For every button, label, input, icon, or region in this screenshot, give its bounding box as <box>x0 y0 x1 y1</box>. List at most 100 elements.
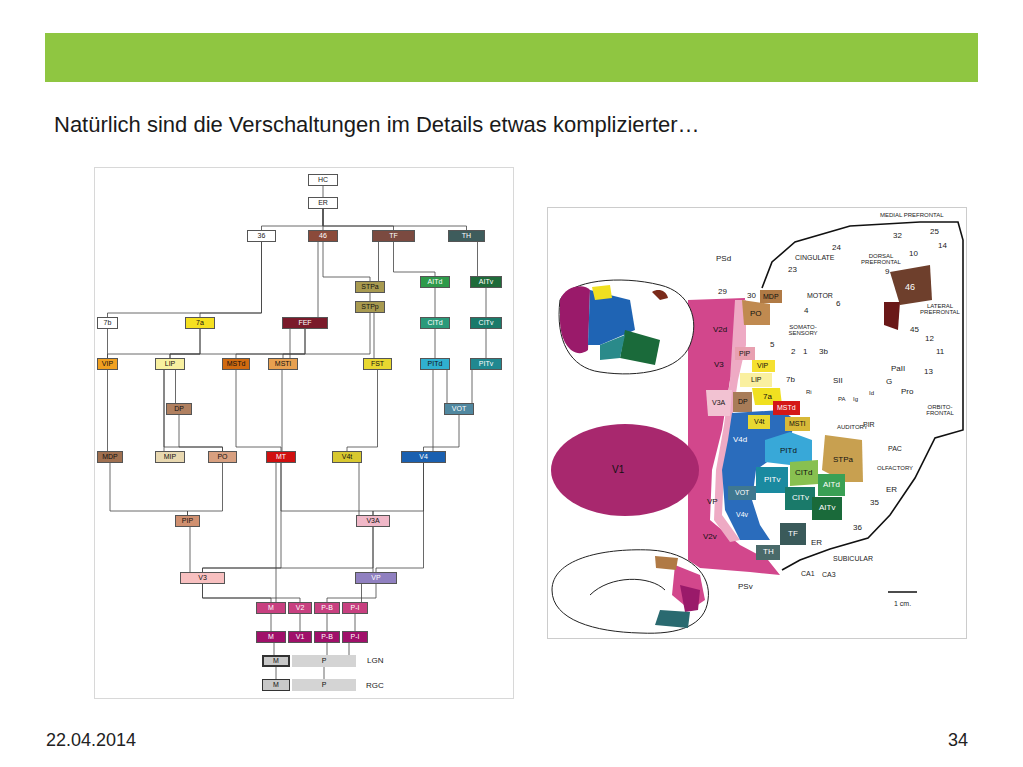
area-label: PIP <box>739 350 750 357</box>
area-label: 14 <box>938 242 947 250</box>
area-box: STPp <box>355 301 385 313</box>
area-box: DP <box>166 403 192 415</box>
area-name: TH <box>462 232 471 240</box>
connection-line <box>323 186 324 197</box>
area-label: OLFACTORY <box>877 465 913 471</box>
connection-line <box>300 614 301 631</box>
connection-line <box>486 288 487 317</box>
area-v1 <box>551 424 699 516</box>
area-mdp <box>760 290 782 303</box>
area-46 <box>890 265 932 305</box>
area-label: MOTOR <box>807 292 833 299</box>
area-po <box>742 300 770 325</box>
area-label: G <box>886 378 892 386</box>
connection-line <box>447 370 448 403</box>
header-bar <box>45 33 978 82</box>
area-name: VP <box>371 574 380 582</box>
inset-v1-medial <box>680 585 700 612</box>
lateral-brain-inset <box>559 280 694 374</box>
area-label: PaII <box>891 365 905 373</box>
area-label: SOMATO- SENSORY <box>783 324 823 337</box>
area-name: MDP <box>102 453 118 461</box>
area-name: FEF <box>298 319 311 327</box>
connection-line <box>472 370 473 403</box>
area-label: ER <box>886 486 897 494</box>
connection-line <box>323 209 467 230</box>
connection-line <box>107 329 108 358</box>
area-label: SUBICULAR <box>833 555 873 562</box>
area-box: V3 <box>180 572 225 584</box>
area-label: 1 cm. <box>894 600 911 607</box>
area-box: P <box>292 679 356 691</box>
area-label: V2v <box>703 533 717 541</box>
connection-line <box>361 584 362 602</box>
area-name: P-I <box>351 633 360 641</box>
area-name: VOT <box>452 405 466 413</box>
connection-line <box>281 463 373 515</box>
connection-line <box>324 667 325 679</box>
area-box: P-I <box>342 602 368 614</box>
area-name: P-B <box>321 604 333 612</box>
connection-line <box>327 584 376 602</box>
area-label: SII <box>833 377 843 385</box>
area-box: PIP <box>175 515 200 527</box>
area-label: LATERAL PREFRONTAL <box>920 303 960 316</box>
area-label: PSv <box>738 583 753 591</box>
area-name: 46 <box>319 232 327 240</box>
area-label: 11 <box>936 348 944 356</box>
area-label: 7a <box>763 393 772 401</box>
connection-line <box>323 242 370 281</box>
area-label: Ri <box>806 389 812 395</box>
area-box: 46 <box>308 230 338 242</box>
slide-title: Natürlich sind die Verschaltungen im Det… <box>54 112 700 138</box>
area-name: CITd <box>427 319 442 327</box>
area-label: LGN <box>367 657 383 665</box>
area-th <box>756 545 780 560</box>
area-mstl <box>785 417 810 431</box>
area-pip <box>735 347 755 360</box>
area-label: Id <box>869 390 874 396</box>
area-box: AITv <box>470 276 502 288</box>
area-label: V1 <box>612 465 624 476</box>
cortex-outline <box>762 222 963 570</box>
area-label: 3b <box>819 348 828 356</box>
area-label: V3A <box>712 399 725 406</box>
area-name: VIP <box>102 360 113 368</box>
connection-line <box>274 643 275 655</box>
connection-line <box>433 370 434 451</box>
area-name: PIP <box>182 517 193 525</box>
area-label: 23 <box>788 266 797 274</box>
area-vip <box>752 360 775 372</box>
area-box: AITd <box>420 276 450 288</box>
area-vot <box>728 486 756 500</box>
area-box: M <box>256 602 286 614</box>
area-label: VOT <box>735 489 749 496</box>
area-box: PITv <box>470 358 502 370</box>
connection-line <box>327 643 328 655</box>
connection-line <box>373 463 424 515</box>
connection-line <box>323 209 394 230</box>
area-label: MDP <box>763 293 779 300</box>
connection-line <box>108 242 262 317</box>
area-label: VIP <box>757 362 768 369</box>
area-name: AITd <box>428 278 443 286</box>
connection-line <box>203 584 301 602</box>
area-box: MSTd <box>222 358 250 370</box>
area-name: P <box>322 657 327 665</box>
area-label: PO <box>750 310 762 318</box>
area-name: V3 <box>198 574 207 582</box>
area-name: MSTl <box>275 360 291 368</box>
area-v3a <box>706 390 732 416</box>
area-label: PITd <box>780 447 797 455</box>
area-name: LIP <box>165 360 176 368</box>
area-box: TH <box>448 230 485 242</box>
area-label: DORSAL PREFRONTAL <box>859 253 903 266</box>
area-box: FEF <box>282 317 328 329</box>
area-label: 29 <box>718 288 727 296</box>
area-label: STPa <box>833 456 853 464</box>
area-name: V4 <box>419 453 428 461</box>
connection-line <box>370 293 371 301</box>
area-box: P-B <box>314 631 340 643</box>
area-label: MSTd <box>777 404 796 411</box>
connection-line <box>179 415 223 451</box>
